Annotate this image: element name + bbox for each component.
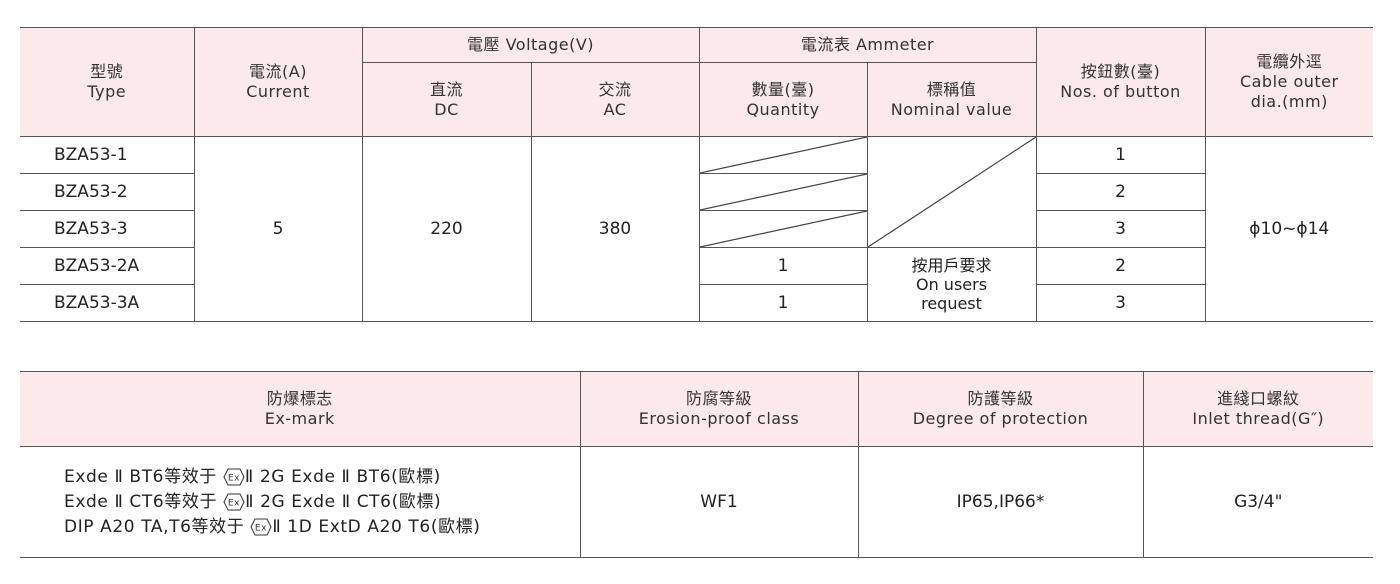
ex-symbol-text: Ex xyxy=(228,473,240,483)
exmark-post: Ⅱ 2G Exde Ⅱ CT6(歐標) xyxy=(245,491,442,512)
header-buttons-zh: 按鈕數(臺) xyxy=(1080,62,1161,81)
header-dc-zh: 直流 xyxy=(429,79,463,99)
buttons-cell: 2 xyxy=(1035,247,1206,285)
cable-dia-cell: ϕ10~ϕ14 xyxy=(1204,136,1374,322)
type-cell: BZA53-3 xyxy=(20,210,195,248)
inlet-cell: G3/4" xyxy=(1142,446,1373,558)
header-protection-en: Degree of protection xyxy=(912,409,1089,428)
header-voltage: 電壓 Voltage(V) xyxy=(361,27,700,63)
header-ac-en: AC xyxy=(603,99,627,119)
type-cell: BZA53-2 xyxy=(20,173,195,211)
header-exmark-zh: 防爆標志 xyxy=(266,389,333,408)
type-cell: BZA53-2A xyxy=(20,247,195,285)
quantity-na-cell xyxy=(698,173,868,211)
exmark-post: Ⅱ 1D ExtD A20 T6(歐標) xyxy=(272,516,481,537)
exmark-pre: Exde Ⅱ CT6等效于 xyxy=(64,491,218,512)
type-cell: BZA53-1 xyxy=(20,136,195,174)
nominal-na-cell xyxy=(866,136,1037,248)
header-quantity-en: Quantity xyxy=(746,99,820,119)
current-cell: 5 xyxy=(193,136,363,322)
exmark-pre: DIP A20 TA,T6等效于 xyxy=(64,516,251,537)
header-nominal-en: Nominal value xyxy=(890,99,1013,119)
buttons-cell: 3 xyxy=(1035,284,1206,322)
ex-symbol-text: Ex xyxy=(255,523,267,533)
header-type-zh: 型號 xyxy=(90,62,124,81)
ex-symbol-text: Ex xyxy=(228,498,240,508)
buttons-cell: 3 xyxy=(1035,210,1206,248)
nominal-user-zh: 按用戶要求 xyxy=(911,256,992,275)
header-current-en: Current xyxy=(246,82,310,101)
nominal-user-en1: On users xyxy=(915,275,988,294)
header-inlet-zh: 進綫口螺紋 xyxy=(1216,389,1300,408)
ex-hexagon-icon: Ex xyxy=(223,493,245,510)
header-inlet-en: Inlet thread(G″) xyxy=(1192,409,1325,428)
header-exmark-en: Ex-mark xyxy=(264,409,335,428)
header-quantity: 數量(臺)Quantity xyxy=(698,62,868,137)
exmark-line: DIP A20 TA,T6等效于 Ex Ⅱ 1D ExtD A20 T6(歐標) xyxy=(64,515,580,540)
header-cable-zh: 電纜外逕 xyxy=(1256,52,1323,71)
table-row: BZA53-3A 1 3 xyxy=(20,284,1373,322)
header-buttons: 按鈕數(臺)Nos. of button xyxy=(1035,27,1206,137)
header-quantity-zh: 數量(臺) xyxy=(751,79,815,99)
header-type-en: Type xyxy=(87,82,127,101)
table-row: BZA53-2 2 xyxy=(20,173,1373,211)
exmark-line: Exde Ⅱ CT6等效于 Ex Ⅱ 2G Exde Ⅱ CT6(歐標) xyxy=(64,490,580,515)
header-dc-en: DC xyxy=(434,99,459,119)
buttons-cell: 2 xyxy=(1035,173,1206,211)
header-ammeter: 電流表 Ammeter xyxy=(698,27,1037,63)
buttons-cell: 1 xyxy=(1035,136,1206,174)
type-cell: BZA53-3A xyxy=(20,284,195,322)
ex-hexagon-icon: Ex xyxy=(223,468,245,485)
header-erosion-en: Erosion-proof class xyxy=(638,409,800,428)
table-row: Exde Ⅱ BT6等效于 Ex Ⅱ 2G Exde Ⅱ BT6(歐標) Exde… xyxy=(20,446,1373,558)
nominal-user-en2: request xyxy=(921,294,982,313)
header-ac-zh: 交流 xyxy=(598,79,632,99)
diagonal-slash xyxy=(700,137,867,173)
header-erosion-zh: 防腐等級 xyxy=(685,389,752,408)
exmark-cell: Exde Ⅱ BT6等效于 Ex Ⅱ 2G Exde Ⅱ BT6(歐標) Exde… xyxy=(20,446,581,558)
diagonal-slash xyxy=(700,211,867,247)
header-protection-zh: 防護等級 xyxy=(967,389,1034,408)
header-cable-en2: dia.(mm) xyxy=(1250,92,1328,111)
ex-hexagon-icon: Ex xyxy=(250,518,272,535)
erosion-cell: WF1 xyxy=(579,446,859,558)
diagonal-slash xyxy=(700,174,867,210)
ac-cell: 380 xyxy=(530,136,700,322)
dc-cell: 220 xyxy=(361,136,532,322)
header-buttons-en: Nos. of button xyxy=(1060,82,1181,101)
quantity-na-cell xyxy=(698,136,868,174)
header-current: 電流(A)Current xyxy=(193,27,363,137)
table-row: BZA53-1 5 220 380 1 ϕ10~ϕ14 xyxy=(20,136,1374,322)
header-cable-en1: Cable outer xyxy=(1239,72,1339,91)
header-current-zh: 電流(A) xyxy=(249,62,307,81)
quantity-cell: 1 xyxy=(698,284,868,322)
diagonal-slash xyxy=(868,137,1036,247)
exmark-line: Exde Ⅱ BT6等效于 Ex Ⅱ 2G Exde Ⅱ BT6(歐標) xyxy=(64,465,580,490)
protection-cell: IP65,IP66* xyxy=(857,446,1144,558)
exmark-pre: Exde Ⅱ BT6等效于 xyxy=(64,466,217,487)
quantity-na-cell xyxy=(698,210,868,248)
header-nominal-zh: 標稱值 xyxy=(926,79,977,99)
exmark-post: Ⅱ 2G Exde Ⅱ BT6(歐標) xyxy=(244,466,441,487)
table-row: BZA53-3 3 xyxy=(20,210,1373,248)
quantity-cell: 1 xyxy=(698,247,868,285)
